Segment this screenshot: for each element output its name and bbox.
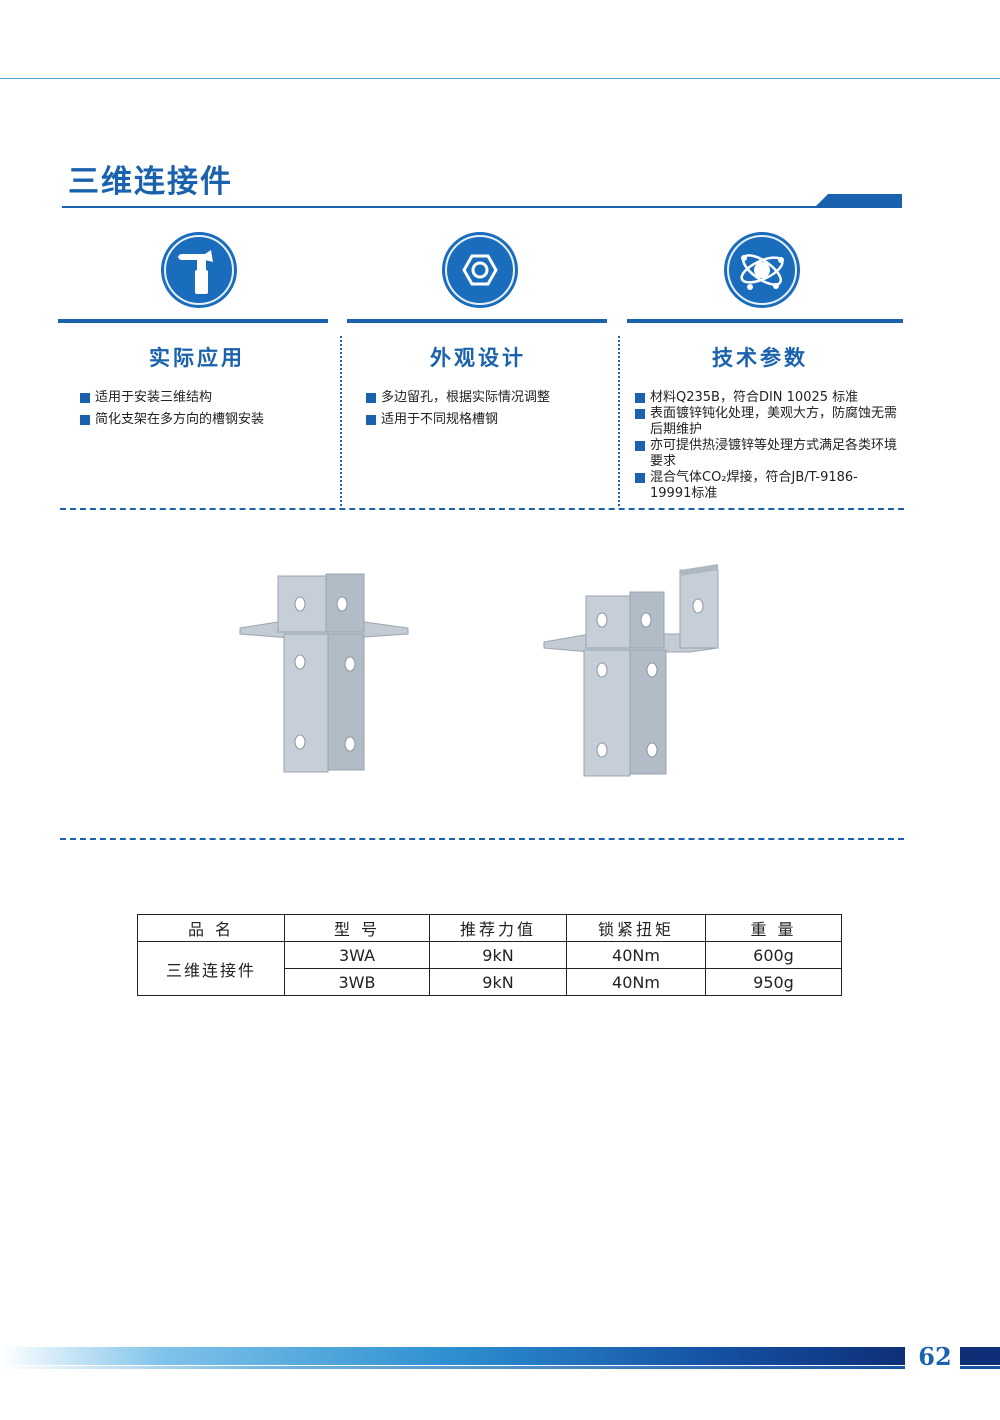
list-item: 适用于不同规格槽钢 bbox=[366, 412, 606, 428]
title-underline bbox=[62, 206, 902, 208]
title-accent-tab bbox=[814, 194, 902, 208]
column-divider bbox=[340, 336, 342, 506]
product-image-3wb bbox=[543, 564, 719, 777]
list-item: 适用于安装三维结构 bbox=[80, 390, 325, 406]
cell-model: 3WB bbox=[284, 968, 430, 996]
list-item: 表面镀锌钝化处理，美观大方，防腐蚀无需后期维护 bbox=[635, 406, 899, 438]
table-header-row: 品 名 型 号 推荐力值 锁紧扭矩 重 量 bbox=[137, 914, 842, 942]
header-weight: 重 量 bbox=[705, 914, 842, 942]
header-torque: 锁紧扭矩 bbox=[566, 914, 706, 942]
column-divider bbox=[618, 336, 620, 506]
footer-stripe bbox=[0, 1366, 905, 1369]
list-item: 多边留孔，根据实际情况调整 bbox=[366, 390, 606, 406]
hex-nut-icon bbox=[442, 232, 518, 308]
hammer-icon bbox=[161, 232, 237, 308]
header-product-name: 品 名 bbox=[137, 914, 285, 942]
table-row: 三维连接件 3WA 9kN 40Nm 600g bbox=[137, 941, 842, 996]
footer-stripe-right bbox=[960, 1366, 1000, 1369]
heading-application: 实际应用 bbox=[149, 346, 245, 370]
cell-torque: 40Nm bbox=[566, 968, 706, 996]
cell-weight: 950g bbox=[705, 968, 842, 996]
table-row: 3WB 9kN 40Nm 950g bbox=[138, 968, 842, 996]
cell-force: 9kN bbox=[429, 941, 567, 969]
column-rule-1 bbox=[58, 319, 328, 323]
cell-force: 9kN bbox=[429, 968, 567, 996]
product-image-3wa bbox=[239, 573, 409, 773]
heading-specs: 技术参数 bbox=[712, 346, 808, 370]
column-rule-2 bbox=[347, 319, 607, 323]
footer-bar-right bbox=[960, 1347, 1000, 1365]
page-title: 三维连接件 bbox=[68, 164, 233, 200]
page-number: 62 bbox=[918, 1342, 952, 1371]
atom-icon bbox=[724, 232, 800, 308]
heading-design: 外观设计 bbox=[430, 346, 526, 370]
list-item: 材料Q235B，符合DIN 10025 标准 bbox=[635, 390, 899, 406]
design-list: 多边留孔，根据实际情况调整 适用于不同规格槽钢 bbox=[366, 390, 606, 434]
application-list: 适用于安装三维结构 简化支架在多方向的槽钢安装 bbox=[80, 390, 325, 434]
cell-weight: 600g bbox=[705, 941, 842, 969]
list-item: 亦可提供热浸镀锌等处理方式满足各类环境要求 bbox=[635, 438, 899, 470]
column-rule-3 bbox=[627, 319, 903, 323]
top-rule bbox=[0, 78, 1000, 79]
spec-table: 品 名 型 号 推荐力值 锁紧扭矩 重 量 三维连接件 3WA 9kN 40Nm… bbox=[137, 914, 842, 996]
footer-bar bbox=[0, 1347, 905, 1365]
section-divider bbox=[60, 838, 904, 840]
header-force: 推荐力值 bbox=[429, 914, 567, 942]
specs-list: 材料Q235B，符合DIN 10025 标准 表面镀锌钝化处理，美观大方，防腐蚀… bbox=[635, 390, 899, 502]
list-item: 混合气体CO₂焊接，符合JB/T-9186-19991标准 bbox=[635, 470, 899, 502]
cell-product-name: 三维连接件 bbox=[137, 941, 285, 996]
list-item: 简化支架在多方向的槽钢安装 bbox=[80, 412, 325, 428]
cell-model: 3WA bbox=[284, 941, 430, 969]
header-model: 型 号 bbox=[284, 914, 430, 942]
section-divider bbox=[60, 508, 904, 510]
cell-torque: 40Nm bbox=[566, 941, 706, 969]
